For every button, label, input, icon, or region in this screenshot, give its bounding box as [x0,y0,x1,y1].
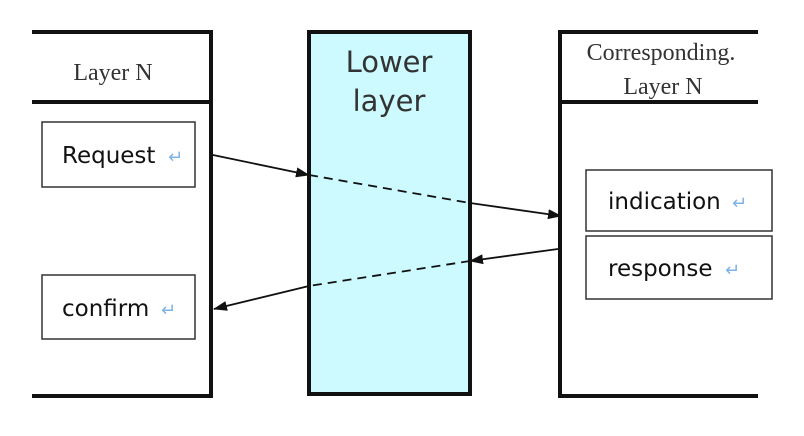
response-primitive: response ↵ [585,235,773,300]
indication-label: indication [608,189,721,215]
left-entity-layer-n: Layer N [32,30,213,398]
request-arrow [212,154,310,178]
right-entity-corresponding-layer-n: Corresponding. Layer N [558,30,758,398]
response-box [585,235,773,300]
left-entity-frame [32,30,213,398]
return-arrow-icon: ↵ [168,147,183,168]
confirm-label: confirm [62,296,149,322]
confirm-arrow [213,285,310,311]
indication-box [585,169,773,232]
left-entity-title: Layer N [73,60,152,86]
indication-arrow [469,202,562,220]
confirm-box [41,274,196,340]
return-arrow-icon: ↵ [161,300,176,321]
return-arrow-icon: ↵ [732,193,747,214]
indication-primitive: indication ↵ [585,169,773,232]
response-to-confirm-flow [213,248,559,311]
right-entity-title-line1: Corresponding. [587,40,736,66]
confirm-primitive: confirm ↵ [41,274,196,340]
lower-layer-box [307,30,472,396]
response-label: response [608,256,712,282]
request-to-indication-flow [212,154,562,220]
lower-layer-title-line2: layer [353,84,426,118]
request-box [41,121,196,188]
lower-layer-title-line1: Lower [346,45,433,79]
return-arrow-icon: ↵ [725,260,740,281]
request-dashed-segment [308,174,471,204]
request-primitive: Request ↵ [41,121,196,188]
response-arrow [469,248,559,265]
right-entity-title-line2: Layer N [623,74,702,100]
response-dashed-segment [308,260,471,287]
middle-entity-lower-layer: Lower layer [307,30,472,396]
request-label: Request [62,143,155,169]
